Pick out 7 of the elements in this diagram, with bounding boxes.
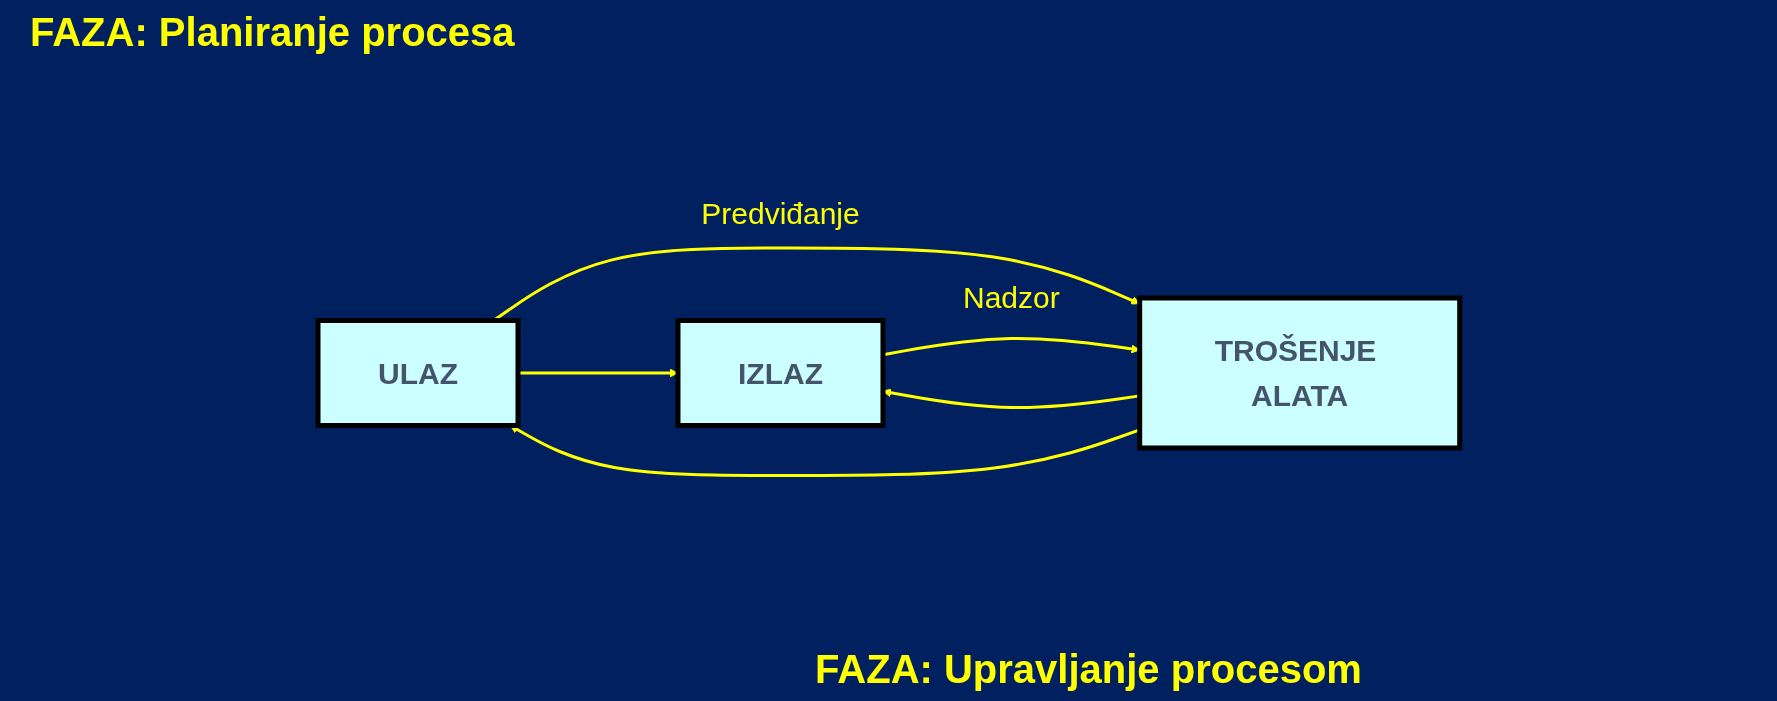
edge-label: Nadzor — [962, 280, 1060, 314]
title: FAZA: Planiranje procesa — [30, 9, 515, 56]
caption: FAZA: Upravljanje procesom — [815, 646, 1362, 693]
process-box: ULAZ — [315, 318, 521, 428]
process-box: IZLAZ — [675, 318, 886, 428]
process-box: TROŠENJE ALATA — [1136, 295, 1462, 451]
edge-label: Predviđanje — [700, 197, 860, 230]
